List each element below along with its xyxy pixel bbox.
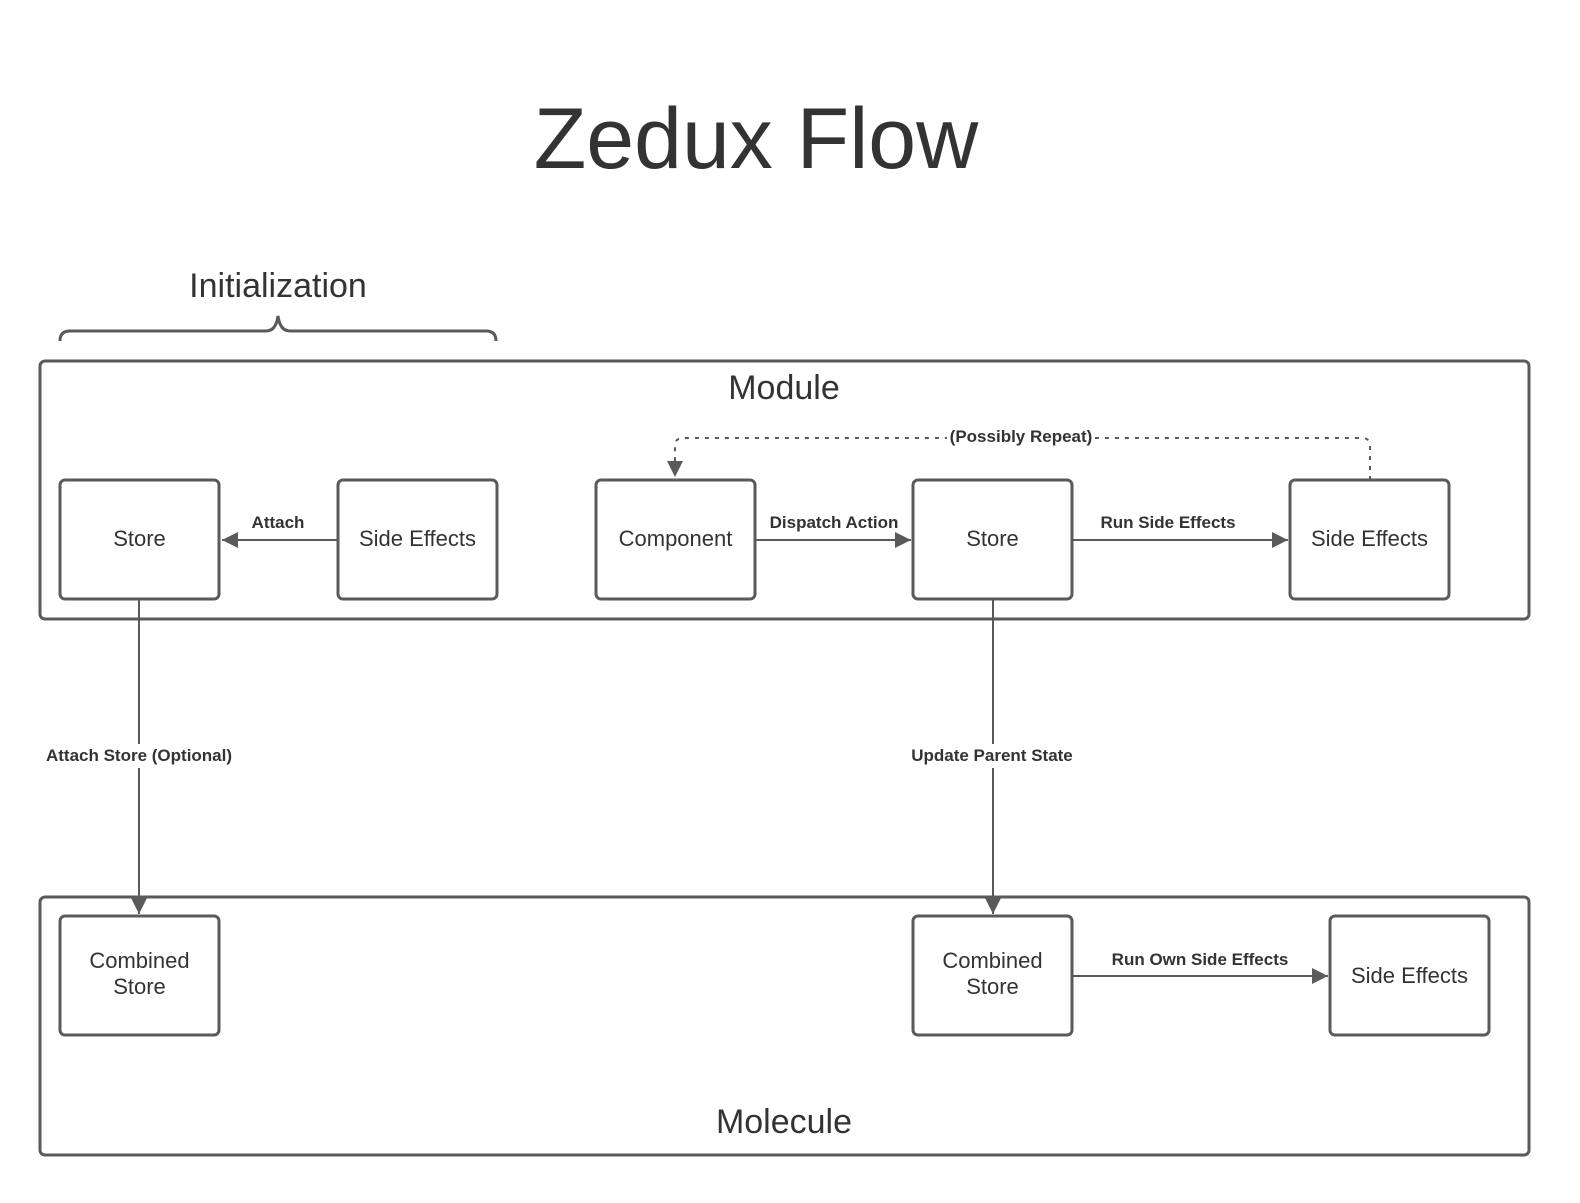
molecule-combined-store-left-node: Combined Store [58, 914, 221, 1037]
module-side-effects-right-label: Side Effects [1311, 526, 1428, 551]
attach-edge-label: Attach [252, 513, 305, 532]
dispatch-action-edge-label: Dispatch Action [770, 513, 899, 532]
combined-store-left-line1: Combined [89, 948, 189, 973]
diagram-title: Zedux Flow [534, 91, 979, 187]
combined-store-right-line2: Store [966, 974, 1019, 999]
module-side-effects-left-label: Side Effects [359, 526, 476, 551]
attach-store-label-bg [42, 744, 236, 768]
module-container [38, 359, 1531, 621]
molecule-side-effects-label: Side Effects [1351, 963, 1468, 988]
possibly-repeat-edge-label: (Possibly Repeat) [950, 427, 1093, 446]
module-side-effects-right-node: Side Effects [1288, 478, 1451, 601]
module-store-right-label: Store [966, 526, 1019, 551]
module-store-label: Store [113, 526, 166, 551]
molecule-container [38, 895, 1531, 1157]
run-side-effects-edge-label: Run Side Effects [1100, 513, 1235, 532]
module-label: Module [728, 369, 840, 407]
combined-store-left-line2: Store [113, 974, 166, 999]
attach-store-edge-label: Attach Store (Optional) [46, 746, 232, 765]
initialization-label: Initialization [189, 267, 367, 305]
combined-store-right-line1: Combined [942, 948, 1042, 973]
possibly-repeat-label-bg [947, 426, 1095, 448]
module-side-effects-left-node: Side Effects [336, 478, 499, 601]
module-store-right-node: Store [911, 478, 1074, 601]
module-component-label: Component [619, 526, 733, 551]
module-component-node: Component [594, 478, 757, 601]
molecule-combined-store-right-node: Combined Store [911, 914, 1074, 1037]
update-parent-state-edge-label: Update Parent State [911, 746, 1073, 765]
molecule-label: Molecule [716, 1103, 852, 1141]
molecule-side-effects-node: Side Effects [1328, 914, 1491, 1037]
module-store-node: Store [58, 478, 221, 601]
update-parent-state-label-bg [906, 744, 1078, 768]
run-own-side-effects-edge-label: Run Own Side Effects [1112, 950, 1289, 969]
initialization-brace [58, 315, 498, 342]
